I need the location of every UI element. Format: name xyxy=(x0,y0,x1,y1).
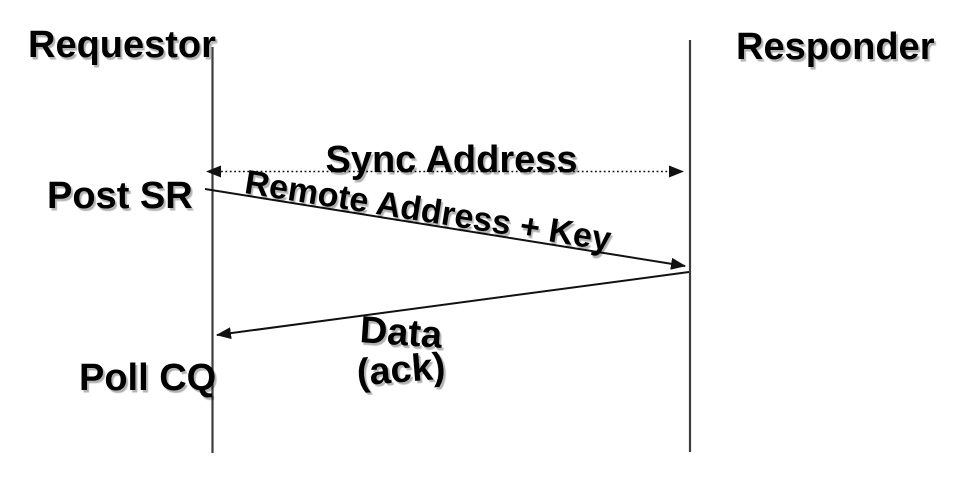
sync-address-left-arrowhead xyxy=(206,165,221,178)
data-ack-arrow xyxy=(216,271,690,340)
remote-address-key-arrow xyxy=(204,188,686,270)
sync-address-right-arrowhead xyxy=(669,165,684,178)
actor-responder-label: Responder xyxy=(736,26,935,68)
message-sync-address-label: Sync Address xyxy=(325,139,578,181)
message-ack-label: (ack) xyxy=(355,345,447,395)
step-post-sr-label: Post SR xyxy=(47,175,193,217)
step-poll-cq-label: Poll CQ xyxy=(79,357,217,399)
actor-requestor-label: Requestor xyxy=(28,24,216,66)
